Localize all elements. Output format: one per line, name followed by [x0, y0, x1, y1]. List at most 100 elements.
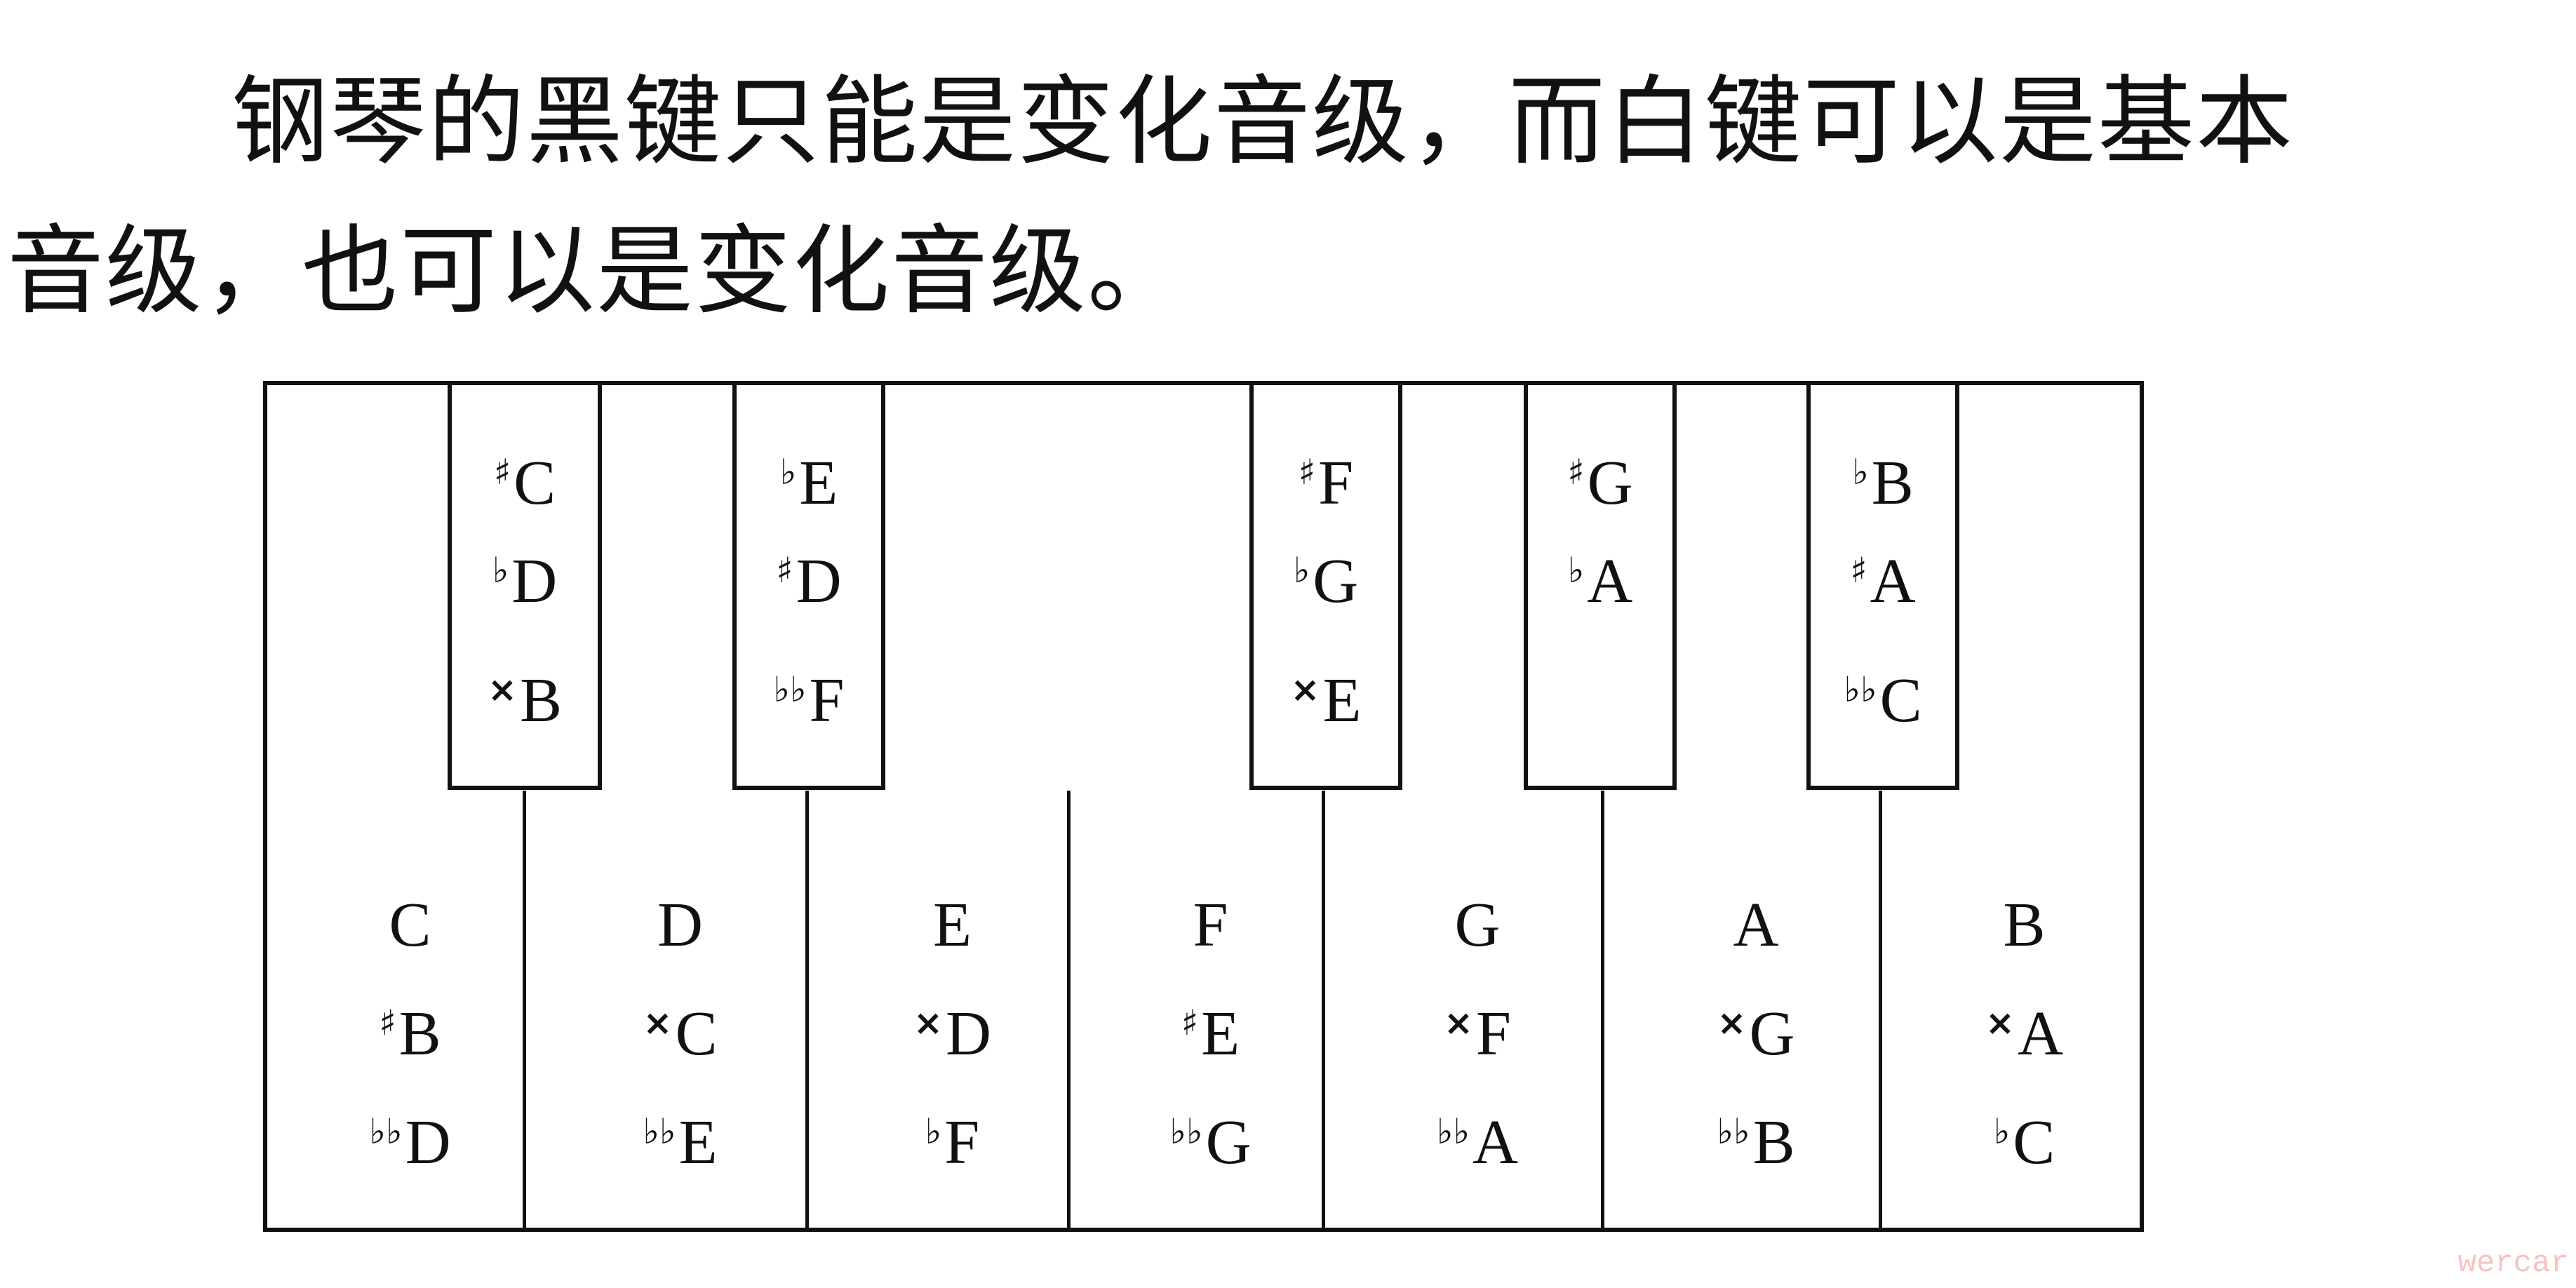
note-letter: G	[1205, 1108, 1252, 1177]
black-key-label: ♭G	[1254, 550, 1398, 613]
white-key-label: ♯B	[267, 1002, 553, 1066]
note-letter: A	[2017, 999, 2063, 1068]
accidental-symbol: ♭♭	[643, 1111, 676, 1152]
white-key-label: E	[807, 894, 1097, 957]
black-key-label: ♯D	[737, 550, 881, 613]
accidental-symbol: ♯	[776, 550, 793, 591]
note-letter: B	[2003, 890, 2046, 960]
white-key-label: ×C	[525, 1002, 836, 1066]
black-key-label: ♯F	[1254, 452, 1398, 515]
accidental-symbol: ♭	[779, 452, 797, 492]
accidental-symbol: ×	[913, 1002, 943, 1043]
note-letter: E	[933, 890, 972, 960]
black-key-label: ♭B	[1811, 452, 1955, 515]
black-key-label: ♭A	[1528, 550, 1672, 613]
accidental-symbol: ♭♭	[1169, 1111, 1203, 1152]
accidental-symbol: ♭♭	[1436, 1111, 1470, 1152]
white-key-label: ×G	[1603, 1002, 1909, 1066]
accidental-symbol: ♭♭	[1717, 1111, 1750, 1152]
black-key-label: ♯C	[452, 452, 598, 515]
accidental-symbol: ♭	[1993, 1111, 2011, 1152]
key-divider	[1601, 791, 1604, 1228]
accidental-symbol: ♭♭	[369, 1111, 403, 1152]
accidental-symbol: ♭	[1293, 550, 1310, 591]
accidental-symbol: ♭	[1852, 452, 1869, 492]
note-letter: B	[1871, 448, 1914, 518]
black-key-label: ×B	[452, 669, 598, 732]
white-key-label: ♭♭E	[525, 1111, 836, 1174]
black-key: ♭B♯A♭♭C	[1806, 381, 1959, 790]
white-key-label: ×A	[1881, 1002, 2168, 1066]
white-key-label: ♯E	[1069, 1002, 1352, 1066]
white-key: G×F♭♭A	[1324, 385, 1631, 1228]
white-key-label: D	[525, 894, 836, 957]
white-key: B×A♭C	[1881, 385, 2168, 1228]
note-letter: C	[1879, 666, 1922, 735]
white-key-label: G	[1324, 894, 1631, 957]
note-letter: E	[799, 448, 838, 518]
note-letter: D	[657, 890, 703, 960]
note-letter: B	[1752, 1108, 1795, 1177]
accidental-symbol: ♭	[492, 550, 509, 591]
white-key-label: ♭♭B	[1603, 1111, 1909, 1174]
black-key-label: ♭E	[737, 452, 881, 515]
accidental-symbol: ×	[643, 1002, 673, 1043]
white-key-label: ♭F	[807, 1111, 1097, 1174]
white-key-label: ×F	[1324, 1002, 1631, 1066]
watermark: wercar	[2457, 1246, 2569, 1281]
note-letter: B	[398, 999, 441, 1068]
key-divider	[1879, 791, 1882, 1228]
accidental-symbol: ♯	[1298, 452, 1316, 492]
key-divider	[1322, 791, 1325, 1228]
text-line-2: 音级，也可以是变化音级。	[7, 215, 1186, 328]
white-key-label: ♭♭A	[1324, 1111, 1631, 1174]
note-letter: E	[1201, 999, 1240, 1068]
note-letter: F	[809, 666, 845, 735]
black-key: ♯G ♭A	[1524, 381, 1677, 790]
black-key-label: ♭♭C	[1811, 669, 1955, 732]
note-letter: G	[1454, 890, 1501, 960]
black-key-label: ♯G	[1528, 452, 1672, 515]
note-letter: A	[1587, 546, 1633, 616]
white-key-label: B	[1881, 894, 2168, 957]
accidental-symbol: ♯	[1850, 550, 1867, 591]
note-letter: A	[1733, 890, 1779, 960]
note-letter: C	[514, 448, 556, 518]
accidental-symbol: ♯	[493, 452, 511, 492]
note-letter: F	[944, 1108, 980, 1177]
accidental-symbol: ×	[1985, 1002, 2015, 1043]
note-letter: C	[2013, 1108, 2055, 1177]
accidental-symbol: ♭♭	[773, 669, 807, 710]
white-key: C♯B♭♭D	[267, 385, 553, 1228]
note-letter: D	[511, 546, 558, 616]
white-key: E×D♭F	[807, 385, 1097, 1228]
black-key: ♭E ♯D ♭♭F	[732, 381, 885, 790]
note-letter: A	[1870, 546, 1916, 616]
accidental-symbol: ♯	[1567, 452, 1585, 492]
black-key-label: ×E	[1254, 669, 1398, 732]
note-letter: C	[675, 999, 718, 1068]
note-letter: E	[1322, 666, 1362, 735]
white-key-label: ♭♭D	[267, 1111, 553, 1174]
note-letter: F	[1475, 999, 1511, 1068]
black-key: ♯C♭D×B	[448, 381, 602, 790]
accidental-symbol: ×	[1717, 1002, 1747, 1043]
key-divider	[523, 791, 526, 1228]
white-key-label: ♭C	[1881, 1111, 2168, 1174]
white-key-label: ♭♭G	[1069, 1111, 1352, 1174]
note-letter: F	[1193, 890, 1228, 960]
white-key: F♯E♭♭G	[1069, 385, 1352, 1228]
note-letter: E	[678, 1108, 718, 1177]
note-letter: G	[1749, 999, 1795, 1068]
text-line-1: 钢琴的黑键只能是变化音级，而白键可以是基本	[232, 65, 2295, 178]
note-letter: F	[1318, 448, 1354, 518]
accidental-symbol: ×	[488, 669, 517, 710]
key-divider	[1067, 791, 1071, 1228]
black-key-label: ♭♭F	[737, 669, 881, 732]
white-key-label: ×D	[807, 1002, 1097, 1066]
white-key: A ×G ♭♭B	[1603, 385, 1909, 1228]
accidental-symbol: ♯	[1181, 1002, 1199, 1043]
accidental-symbol: ♯	[379, 1002, 396, 1043]
accidental-symbol: ♭	[925, 1111, 942, 1152]
note-letter: A	[1473, 1108, 1519, 1177]
